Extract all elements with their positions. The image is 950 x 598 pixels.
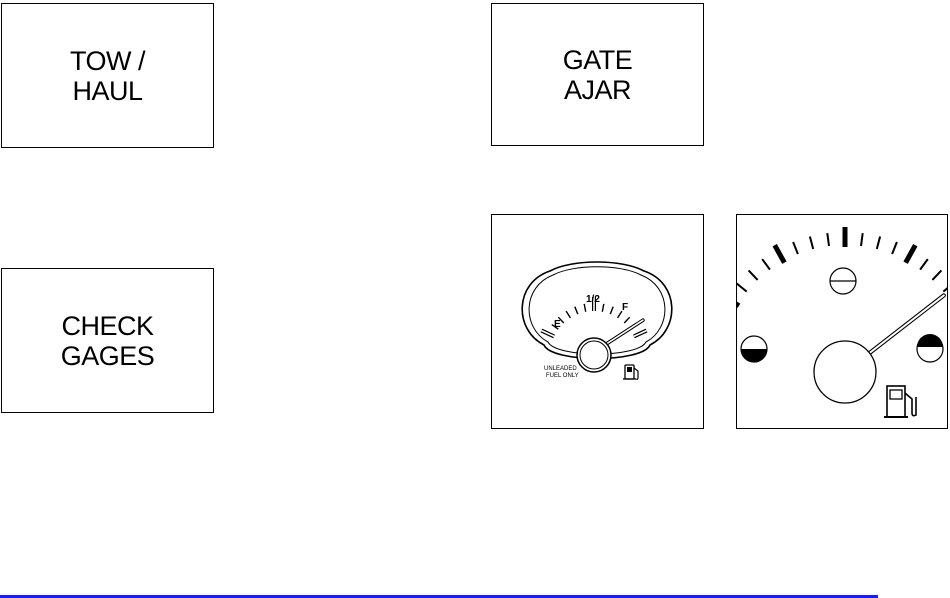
tow-haul-indicator: TOW / HAUL xyxy=(1,3,214,148)
gage-tick-minor xyxy=(793,242,798,254)
empty-label: E xyxy=(554,319,561,330)
gate-ajar-line2: AJAR xyxy=(564,75,631,105)
fuel-gage-unlabeled xyxy=(736,214,948,429)
empty-marker xyxy=(741,336,767,362)
gage-tick-minor xyxy=(920,259,928,270)
full-label: F xyxy=(622,302,628,313)
gage-tick-minor xyxy=(737,283,747,291)
fuel-pump-icon xyxy=(884,386,916,417)
gage-tick-minor xyxy=(943,283,947,291)
gage-tick-major xyxy=(775,245,785,263)
gage-tick-minor xyxy=(762,259,770,270)
fuel-gage-labeled-drawing: E 1/2 F UNLEADED FUEL ONLY xyxy=(492,215,703,428)
half-marker xyxy=(830,268,856,294)
gage-tick-minor xyxy=(892,242,897,254)
gage-tick-minor xyxy=(932,270,941,280)
fuel-pump-icon xyxy=(623,365,638,379)
check-gages-indicator: CHECK GAGES xyxy=(1,268,214,413)
gage-tick-minor xyxy=(877,237,880,250)
tow-haul-line2: HAUL xyxy=(72,76,142,106)
gage-tick-minor xyxy=(861,233,863,246)
needle-hub-inner xyxy=(580,341,608,369)
unleaded-note-line1: UNLEADED xyxy=(544,366,577,372)
unleaded-note-line2: FUEL ONLY xyxy=(546,373,579,379)
gage-tick-minor xyxy=(827,233,829,246)
needle-hub-large xyxy=(814,341,876,403)
gate-ajar-indicator: GATE AJAR xyxy=(491,3,704,146)
gate-ajar-line1: GATE xyxy=(563,45,633,75)
check-gages-line2: GAGES xyxy=(61,341,155,371)
gage-tick-minor xyxy=(749,270,758,280)
tow-haul-line1: TOW / xyxy=(70,46,145,76)
gage-tick-major xyxy=(906,245,916,263)
gage-tick-major xyxy=(737,295,739,306)
fuel-gage-labeled: E 1/2 F UNLEADED FUEL ONLY xyxy=(491,214,704,429)
check-gages-line1: CHECK xyxy=(61,311,153,341)
gage-tick-minor xyxy=(810,237,813,250)
full-marker xyxy=(917,334,943,362)
half-label: 1/2 xyxy=(586,294,600,305)
fuel-gage-unlabeled-drawing xyxy=(737,215,947,428)
